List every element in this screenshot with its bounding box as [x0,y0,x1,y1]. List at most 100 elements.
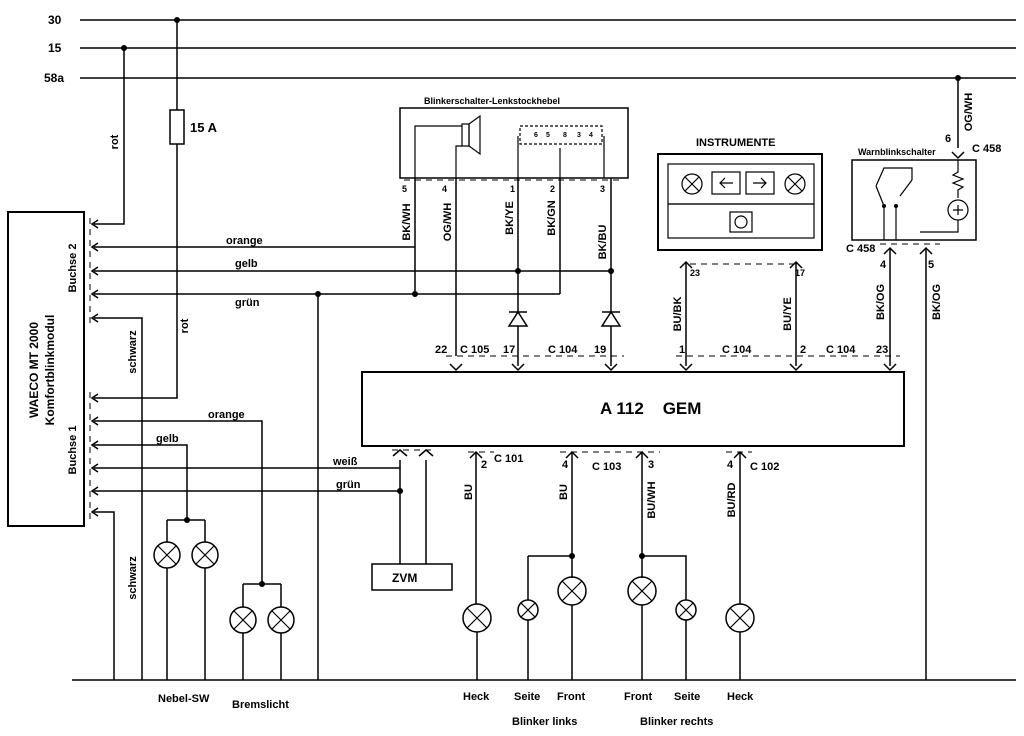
label-nebel: Nebel-SW [158,693,210,705]
svg-text:2: 2 [550,184,555,194]
hazard-pin-top: 6 [945,133,951,145]
wire-gelb-b2: gelb [235,258,258,270]
svg-text:C 101: C 101 [494,453,523,465]
svg-text:C 104: C 104 [548,344,578,356]
module-name: WAECO MT 2000 [27,322,41,418]
instruments-title: INSTRUMENTE [696,137,775,149]
svg-text:3: 3 [600,184,605,194]
waeco-module: WAECO MT 2000 Komfortblinkmodul Buchse 2… [7,211,91,527]
wire-schwarz-top: schwarz [127,330,139,374]
svg-text:5: 5 [546,132,550,139]
zvm-label: ZVM [392,571,417,585]
label-blinker-links: Blinker links [512,716,577,728]
svg-text:19: 19 [594,344,606,356]
hazard-title: Warnblinkschalter [858,147,936,157]
wire-bkog-23: BK/OG [875,284,887,320]
hazard-switch: Warnblinkschalter [851,147,977,241]
wire-bkwh: BK/WH [401,203,413,240]
rail-15-label: 15 [48,41,62,55]
svg-text:4: 4 [442,184,447,194]
svg-text:C 104: C 104 [722,344,752,356]
svg-text:17: 17 [795,268,805,278]
svg-text:C 103: C 103 [592,461,621,473]
wire-bkog-gnd: BK/OG [931,284,943,320]
brake-lamp-left [229,606,257,634]
fog-lamp-right [191,541,219,569]
wire-buye: BU/YE [782,297,794,331]
label-blinker-rechts: Blinker rechts [640,716,713,728]
wire-rot-fuse: rot [179,318,191,333]
gem-title: A 112 GEM [600,399,701,418]
svg-text:4: 4 [562,459,569,471]
wire-bubk: BU/BK [672,297,684,332]
label-brems: Bremslicht [232,699,289,711]
zvm-box [371,563,453,591]
svg-text:17: 17 [503,344,515,356]
rear-lamp-right [725,603,755,633]
diode-17 [507,310,529,327]
wire-ogwh-switch: OG/WH [442,203,454,242]
svg-text:4: 4 [727,459,734,471]
svg-text:Front: Front [557,691,585,703]
module-pins [90,219,99,517]
wire-burd: BU/RD [726,483,738,518]
svg-text:4: 4 [589,132,593,139]
svg-text:5: 5 [402,184,407,194]
wire-gruen-b1: grün [336,479,361,491]
rear-lamp-left [462,603,492,633]
svg-text:Front: Front [624,691,652,703]
fuse-label: 15 A [190,120,218,135]
svg-text:C 104: C 104 [826,344,856,356]
turn-signal-switch: Blinkerschalter-Lenkstockhebel 6 5 8 3 4… [399,96,629,194]
svg-text:Heck: Heck [463,691,490,703]
svg-text:4: 4 [880,259,887,271]
svg-text:6: 6 [534,132,538,139]
svg-text:2: 2 [481,459,487,471]
wire-ogwh-hazard: OG/WH [963,93,975,132]
front-lamp-left [557,576,587,606]
diode-19 [600,310,622,327]
wire-bkbu: BK/BU [597,225,609,260]
svg-text:3: 3 [648,459,654,471]
switch-title: Blinkerschalter-Lenkstockhebel [424,96,560,106]
svg-text:8: 8 [563,132,567,139]
wire-buwh: BU/WH [646,481,658,518]
wire-gruen-b2: grün [235,297,260,309]
socket-1-label: Buchse 1 [67,426,79,475]
gem-module: A 112 GEM [361,371,905,447]
svg-text:3: 3 [577,132,581,139]
svg-text:2: 2 [800,344,806,356]
rail-58a-label: 58a [44,71,64,85]
module-subtitle: Komfortblinkmodul [43,315,57,426]
rail-30-label: 30 [48,13,62,27]
side-lamp-right [675,599,697,621]
instrument-cluster: INSTRUMENTE 23 17 [657,137,823,278]
svg-text:5: 5 [928,259,934,271]
socket-2-label: Buchse 2 [67,244,79,293]
svg-text:23: 23 [690,268,700,278]
hazard-conn-bottom: C 458 [846,243,875,255]
svg-text:23: 23 [876,344,888,356]
front-lamp-right [627,576,657,606]
wire-orange-b2: orange [226,235,263,247]
svg-text:1: 1 [510,184,515,194]
wire-rot-top: rot [109,134,121,149]
svg-text:Seite: Seite [514,691,540,703]
wire-schwarz-bottom: schwarz [127,556,139,600]
fog-lamp-left [153,541,181,569]
svg-text:Heck: Heck [727,691,754,703]
wire-bkye: BK/YE [504,201,516,235]
svg-text:C 105: C 105 [460,344,489,356]
wire-gelb-b1: gelb [156,433,179,445]
wire-orange-b1: orange [208,409,245,421]
wire-bu-heck: BU [463,484,475,500]
svg-text:1: 1 [679,344,685,356]
svg-text:22: 22 [435,344,447,356]
wire-weiss: weiß [332,456,358,468]
hazard-conn-top: C 458 [972,143,1001,155]
wire-bkgn: BK/GN [546,200,558,236]
svg-text:Seite: Seite [674,691,700,703]
svg-text:C 102: C 102 [750,461,779,473]
brake-lamp-right [267,606,295,634]
